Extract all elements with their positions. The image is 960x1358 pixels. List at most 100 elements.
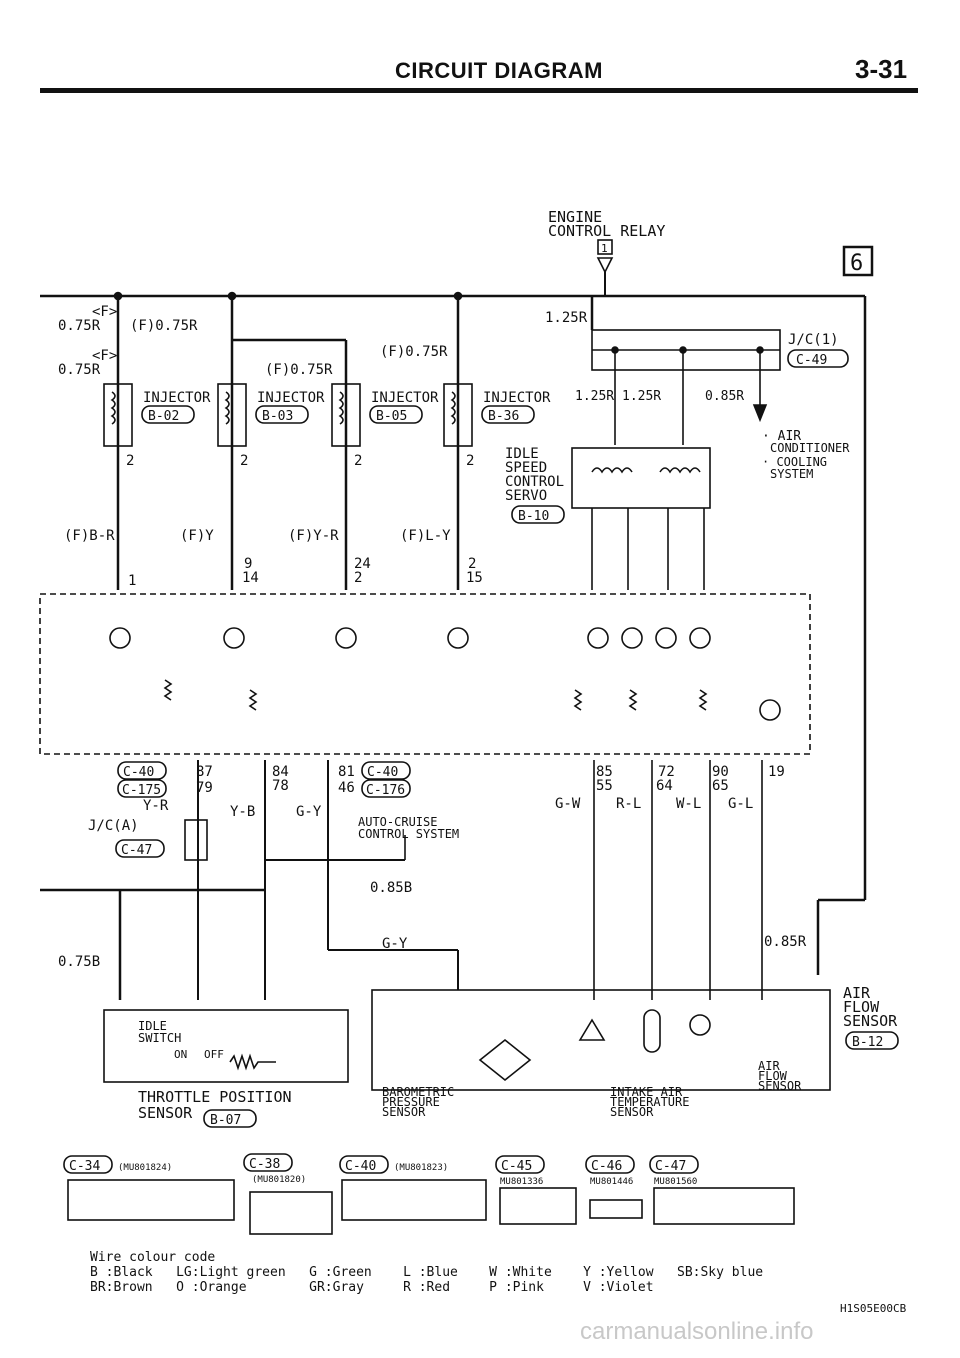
- wire-label: (F)L-Y: [400, 528, 451, 544]
- pin-label: 72: [658, 764, 675, 780]
- watermark: carmanualsonline.info: [580, 1318, 814, 1345]
- relay-conn-1: [597, 239, 613, 255]
- wire-label: Y-R: [143, 798, 169, 814]
- pin-label: 2: [354, 453, 362, 469]
- tps-label: THROTTLE POSITION: [138, 1088, 292, 1106]
- pin-label: 84: [272, 764, 289, 780]
- pin-label: 15: [466, 570, 483, 586]
- wire-label: (F)B-R: [64, 528, 115, 544]
- connector-name: C-38: [249, 1157, 280, 1172]
- wire-label: R-L: [616, 796, 641, 812]
- afs-label: SENSOR: [843, 1012, 898, 1030]
- wire-label: (F)0.75R: [380, 344, 448, 360]
- isc-label: IDLE: [505, 446, 539, 462]
- afs-inner-label: SENSOR: [758, 1079, 802, 1093]
- header-rule: [40, 88, 918, 93]
- wire-label: 0.75B: [58, 954, 100, 970]
- wire-label: (F)0.75R: [265, 362, 333, 378]
- connector-c38: C-38 (MU801820): [243, 1153, 333, 1235]
- wire-label: G-Y: [382, 936, 408, 952]
- wire-label: 1.25R: [545, 310, 588, 326]
- connector-name: C-46: [591, 1159, 622, 1174]
- pin-label: 79: [196, 780, 213, 796]
- relay-label-2: CONTROL RELAY: [548, 222, 665, 240]
- isc-label: SERVO: [505, 488, 547, 504]
- connector-label: B-02: [148, 409, 179, 424]
- relay-conn-1-label: 1: [601, 242, 608, 255]
- idle-off: OFF: [204, 1048, 224, 1061]
- connector-label: C-176: [366, 783, 405, 798]
- wire-label: Y-B: [230, 804, 255, 820]
- isc-label: SPEED: [505, 460, 547, 476]
- legend-row-1: B :Black LG:Light green G :Green L :Blue…: [90, 1265, 764, 1280]
- pin-label: 19: [768, 764, 785, 780]
- idle-label: SWITCH: [138, 1031, 181, 1045]
- isc-servo: [571, 447, 711, 509]
- afs-inner-label: AIR: [758, 1059, 780, 1073]
- aircon-label: · AIR: [762, 429, 801, 444]
- wire-label: 0.75R: [58, 362, 101, 378]
- injector-4: INJECTOR B-36 2: [443, 375, 551, 469]
- relay-label-1: ENGINE: [548, 208, 602, 226]
- wire-label: <F>: [92, 348, 117, 364]
- idle-on: ON: [174, 1048, 187, 1061]
- legend-title: Wire colour code: [90, 1250, 216, 1265]
- connector-part: MU801336: [500, 1177, 543, 1187]
- wire-label: G-Y: [296, 804, 322, 820]
- wire-label: (F)Y-R: [288, 528, 339, 544]
- jc1-conn: C-49: [796, 353, 827, 368]
- wire-label: 0.85R: [764, 934, 807, 950]
- pin-label: 64: [656, 778, 673, 794]
- baro-label: BAROMETRIC: [382, 1085, 454, 1099]
- connector-name: C-45: [501, 1159, 532, 1174]
- afs-label: AIR: [843, 984, 871, 1002]
- ecu-resistors: [163, 679, 708, 711]
- wire-label: <F>: [92, 304, 117, 320]
- baro-label: PRESSURE: [382, 1095, 440, 1109]
- wire-label: (F)Y: [180, 528, 214, 544]
- pin-label: 55: [596, 778, 613, 794]
- connector-label: C-40: [123, 765, 154, 780]
- wire-label: 1.25R: [575, 389, 614, 404]
- connector-c47: C-47 MU801560: [649, 1155, 795, 1225]
- afs-inner-label: FLOW: [758, 1069, 788, 1083]
- wire-label: 1.25R: [622, 389, 661, 404]
- connector-part: (MU801820): [252, 1175, 306, 1185]
- wire-label: 0.85R: [705, 389, 744, 404]
- pin-label: 2: [126, 453, 134, 469]
- pin-label: 65: [712, 778, 729, 794]
- pin-label: 2: [468, 556, 476, 572]
- relay-terminal: [596, 257, 614, 274]
- pin-label: 90: [712, 764, 729, 780]
- connector-label: C-175: [122, 783, 161, 798]
- connector-label: B-05: [376, 409, 407, 424]
- section-box: [842, 245, 874, 277]
- page-title: CIRCUIT DIAGRAM: [395, 58, 603, 83]
- document-code: H1S05E00CB: [840, 1302, 907, 1315]
- connector-c40: C-40 (MU801823): [339, 1155, 487, 1221]
- connector-part: (MU801823): [394, 1163, 448, 1173]
- connector-c34: C-34 (MU801824): [63, 1155, 235, 1221]
- isc-conn: B-10: [518, 509, 549, 524]
- connector-label: B-03: [262, 409, 293, 424]
- pin-label: 24: [354, 556, 371, 572]
- aircon-label: CONDITIONER: [770, 441, 850, 455]
- connector-part: MU801560: [654, 1177, 697, 1187]
- connector-label: B-36: [488, 409, 519, 424]
- connector-part: MU801446: [590, 1177, 633, 1187]
- pin-label: 87: [196, 764, 213, 780]
- pin-label: 85: [596, 764, 613, 780]
- afs-box: [371, 989, 831, 1091]
- injector-label: INJECTOR: [257, 390, 325, 406]
- legend-row-2: BR:Brown O :Orange GR:Gray R :Red P :Pin…: [90, 1280, 654, 1295]
- autocruise-label: AUTO-CRUISE: [358, 815, 437, 829]
- baro-label: SENSOR: [382, 1105, 426, 1119]
- connector-label: C-47: [121, 843, 152, 858]
- ecu-transistors: [109, 627, 781, 721]
- connector-c45: C-45 MU801336: [495, 1155, 577, 1225]
- jc1-label: J/C(1): [788, 332, 839, 348]
- autocruise-label: CONTROL SYSTEM: [358, 827, 459, 841]
- pin-label: 9: [244, 556, 252, 572]
- wire-colour-legend: Wire colour code B :Black LG:Light green…: [90, 1250, 763, 1295]
